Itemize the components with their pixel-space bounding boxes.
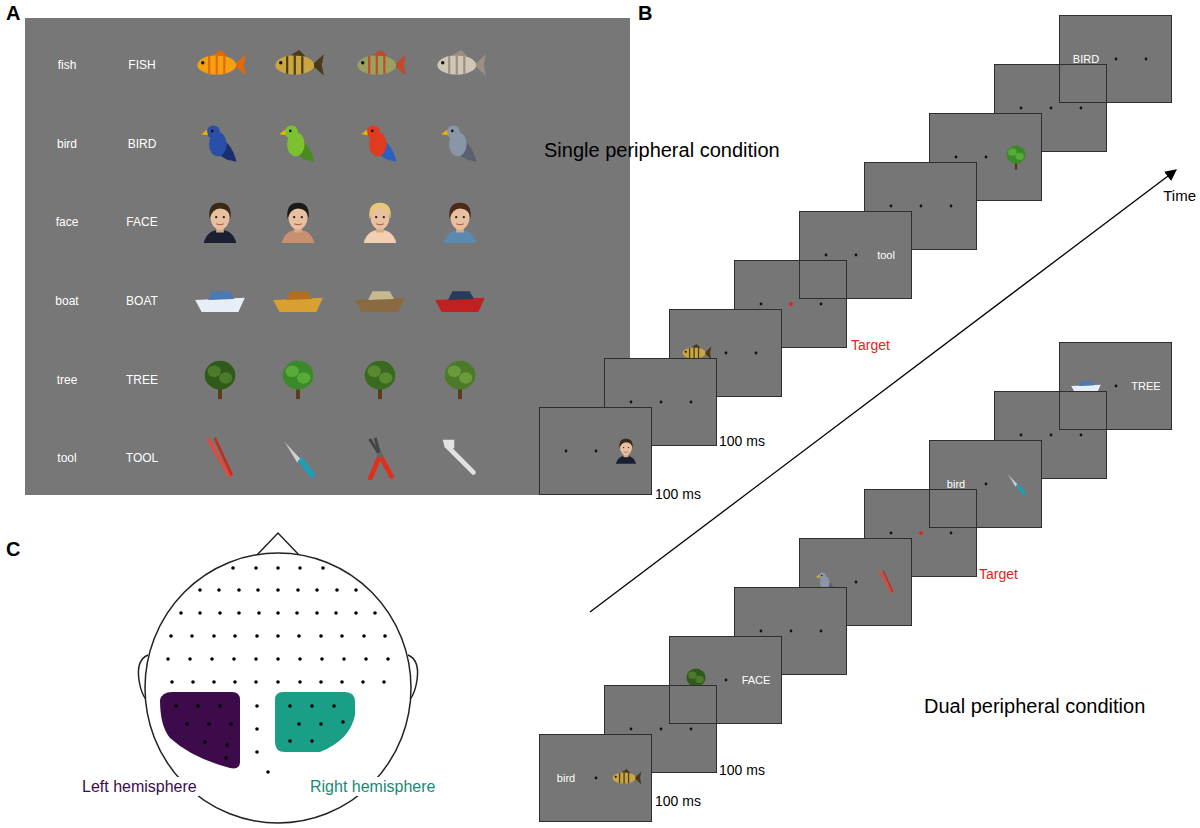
single-sequence	[540, 16, 1172, 495]
screen	[540, 735, 652, 822]
condition-title: Dual peripheral condition	[924, 695, 1145, 718]
duration-label: 100 ms	[655, 485, 701, 503]
panel-letter: C	[6, 538, 20, 560]
tool-image	[209, 439, 232, 476]
word-screen: bird	[539, 734, 652, 822]
tree-image	[205, 361, 236, 399]
category-word: tool	[57, 451, 76, 465]
electrode-dots	[290, 706, 343, 741]
panel-letter: A	[6, 2, 20, 24]
word-screen: BIRD	[1059, 15, 1172, 103]
face-image	[616, 439, 636, 464]
target-label: Target	[851, 337, 890, 353]
hemisphere-region: Right hemisphere	[272, 688, 448, 798]
stimulus-panel: fish FISH bird BIRD face FACE boat BOAT tree TREE…	[25, 18, 630, 495]
target-label: Target	[979, 565, 1018, 583]
word-screen: tool	[799, 211, 912, 299]
fish-image	[437, 50, 486, 76]
word-screen: FACE	[669, 636, 782, 724]
electrode-dots	[176, 706, 231, 758]
axis-label: Time	[1163, 187, 1196, 205]
condition-title: Single peripheral condition	[544, 139, 780, 162]
bird-image	[361, 125, 396, 161]
duration-label: 100 ms	[719, 432, 765, 450]
tree-image	[365, 361, 396, 399]
tree-image	[1006, 146, 1025, 170]
panel-letter: C	[6, 538, 20, 561]
face-image	[364, 203, 397, 243]
duration-label: 100 ms	[655, 486, 701, 502]
region-label: Left hemisphere	[80, 777, 199, 796]
category-word: FACE	[126, 215, 157, 229]
duration-label: 100 ms	[655, 793, 701, 809]
duration-label: 100 ms	[719, 762, 765, 778]
target-label: Target	[851, 336, 890, 354]
boat-image	[195, 291, 245, 312]
word-stimulus: FACE	[742, 673, 771, 687]
bird-image	[201, 125, 236, 161]
tool-image	[443, 440, 474, 473]
category-word: BIRD	[128, 137, 157, 151]
category-word: bird	[57, 137, 77, 151]
condition-title: Single peripheral condition	[544, 139, 780, 161]
face-image	[444, 203, 477, 243]
category-word: boat	[55, 294, 78, 308]
region-label: Right hemisphere	[308, 777, 437, 796]
region-fill	[160, 692, 240, 768]
tool-image	[1008, 474, 1026, 495]
tree-image	[445, 361, 476, 399]
category-word: BOAT	[126, 294, 158, 308]
face-image	[282, 203, 315, 243]
category-word: TREE	[126, 373, 158, 387]
region-fill	[275, 692, 355, 752]
duration-label: 100 ms	[719, 433, 765, 449]
word-stimulus: bird	[557, 771, 575, 785]
word-stimulus: bird	[947, 477, 965, 491]
axis-label: Time	[1163, 187, 1196, 204]
tool-image	[879, 571, 892, 592]
time-arrow	[590, 170, 1176, 612]
dual-sequence	[540, 343, 1172, 822]
word-stimulus: BIRD	[1073, 52, 1099, 66]
category-word: fish	[58, 58, 77, 72]
boat-image	[273, 291, 323, 312]
panel-letter: A	[6, 2, 20, 25]
tool-image	[369, 438, 391, 478]
bird-image	[279, 125, 314, 161]
tree-image	[283, 361, 314, 399]
target-label: Target	[979, 566, 1018, 582]
duration-label: 100 ms	[655, 792, 701, 810]
category-word: tree	[57, 373, 78, 387]
word-stimulus: tool	[877, 248, 895, 262]
category-word: FISH	[128, 58, 155, 72]
tool-image	[284, 441, 316, 478]
word-screen: bird	[929, 440, 1042, 528]
fish-image	[683, 344, 712, 359]
panel-letter: B	[638, 2, 652, 24]
fish-image	[357, 50, 406, 76]
screen	[540, 408, 652, 495]
bird-image	[441, 125, 476, 161]
duration-label: 100 ms	[719, 761, 765, 779]
boat-image	[355, 291, 405, 312]
category-word: TOOL	[126, 451, 158, 465]
hemisphere-region: Left hemisphere	[78, 688, 248, 798]
fish-image	[197, 50, 246, 76]
condition-title: Dual peripheral condition	[924, 695, 1145, 717]
face-image	[204, 203, 237, 243]
panel-letter: B	[638, 2, 652, 25]
word-screen: TREE	[1059, 342, 1172, 430]
fish-image	[275, 50, 324, 76]
boat-image	[435, 291, 485, 312]
category-word: face	[56, 215, 79, 229]
word-stimulus: TREE	[1131, 379, 1160, 393]
fish-image	[613, 769, 642, 784]
